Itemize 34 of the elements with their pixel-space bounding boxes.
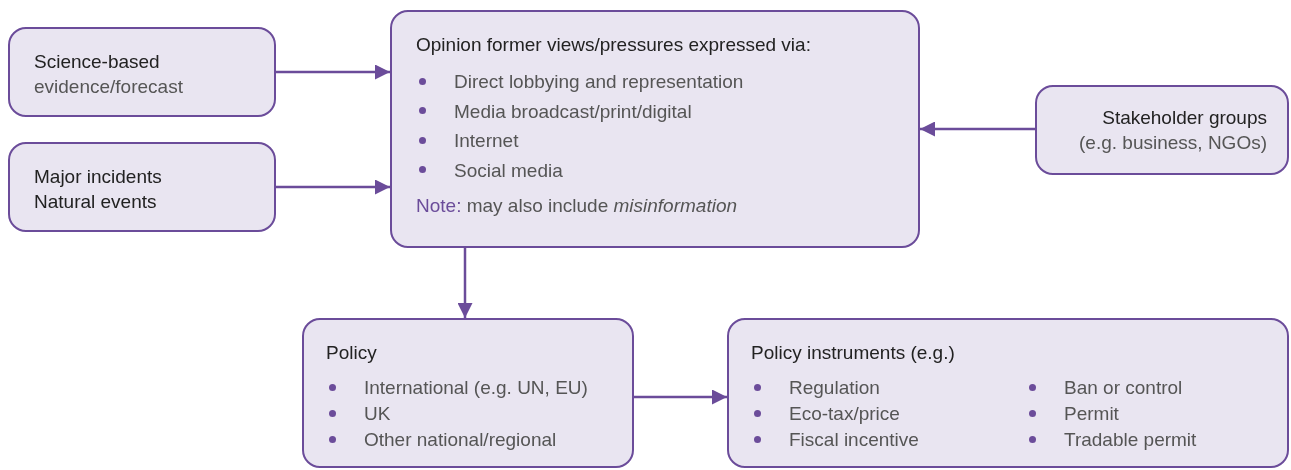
bullet-item: Media broadcast/print/digital [416,96,744,126]
bullet-item: International (e.g. UN, EU) [326,375,588,401]
heading: Stakeholder groups [1102,106,1267,130]
bullet-item: Permit [1026,401,1197,427]
heading: Policy instruments (e.g.) [751,341,955,365]
heading: Opinion former views/pressures expressed via: [416,33,811,57]
text-box [727,318,1289,468]
bullet-item: UK [326,401,588,427]
text-box [8,27,276,117]
bullet-item: Social media [416,155,744,185]
heading: Natural events [34,190,157,214]
bullet-item: Eco-tax/price [751,401,1026,427]
note: Note: may also include misinformation [416,194,738,218]
bullet-item: Internet [416,126,744,156]
bullet-item: Other national/regional [326,427,588,453]
text-box [8,142,276,232]
heading: Science-based [34,50,160,74]
bullet-item: Regulation [751,375,1026,401]
subtitle: (e.g. business, NGOs) [1079,131,1267,155]
arrow [634,389,727,405]
bullet-item: Tradable permit [1026,427,1197,453]
heading: Major incidents [34,165,162,189]
arrow [920,121,1035,137]
heading: Policy [326,341,377,365]
text-box [390,10,920,248]
subtitle: evidence/forecast [34,75,183,99]
arrow [276,64,390,80]
text-box [302,318,634,468]
bullet-item: Direct lobbying and representation [416,67,744,97]
arrow [457,248,473,318]
text-box [1035,85,1289,175]
arrow [276,179,390,195]
bullet-item: Fiscal incentive [751,427,1026,453]
bullet-item: Ban or control [1026,375,1197,401]
